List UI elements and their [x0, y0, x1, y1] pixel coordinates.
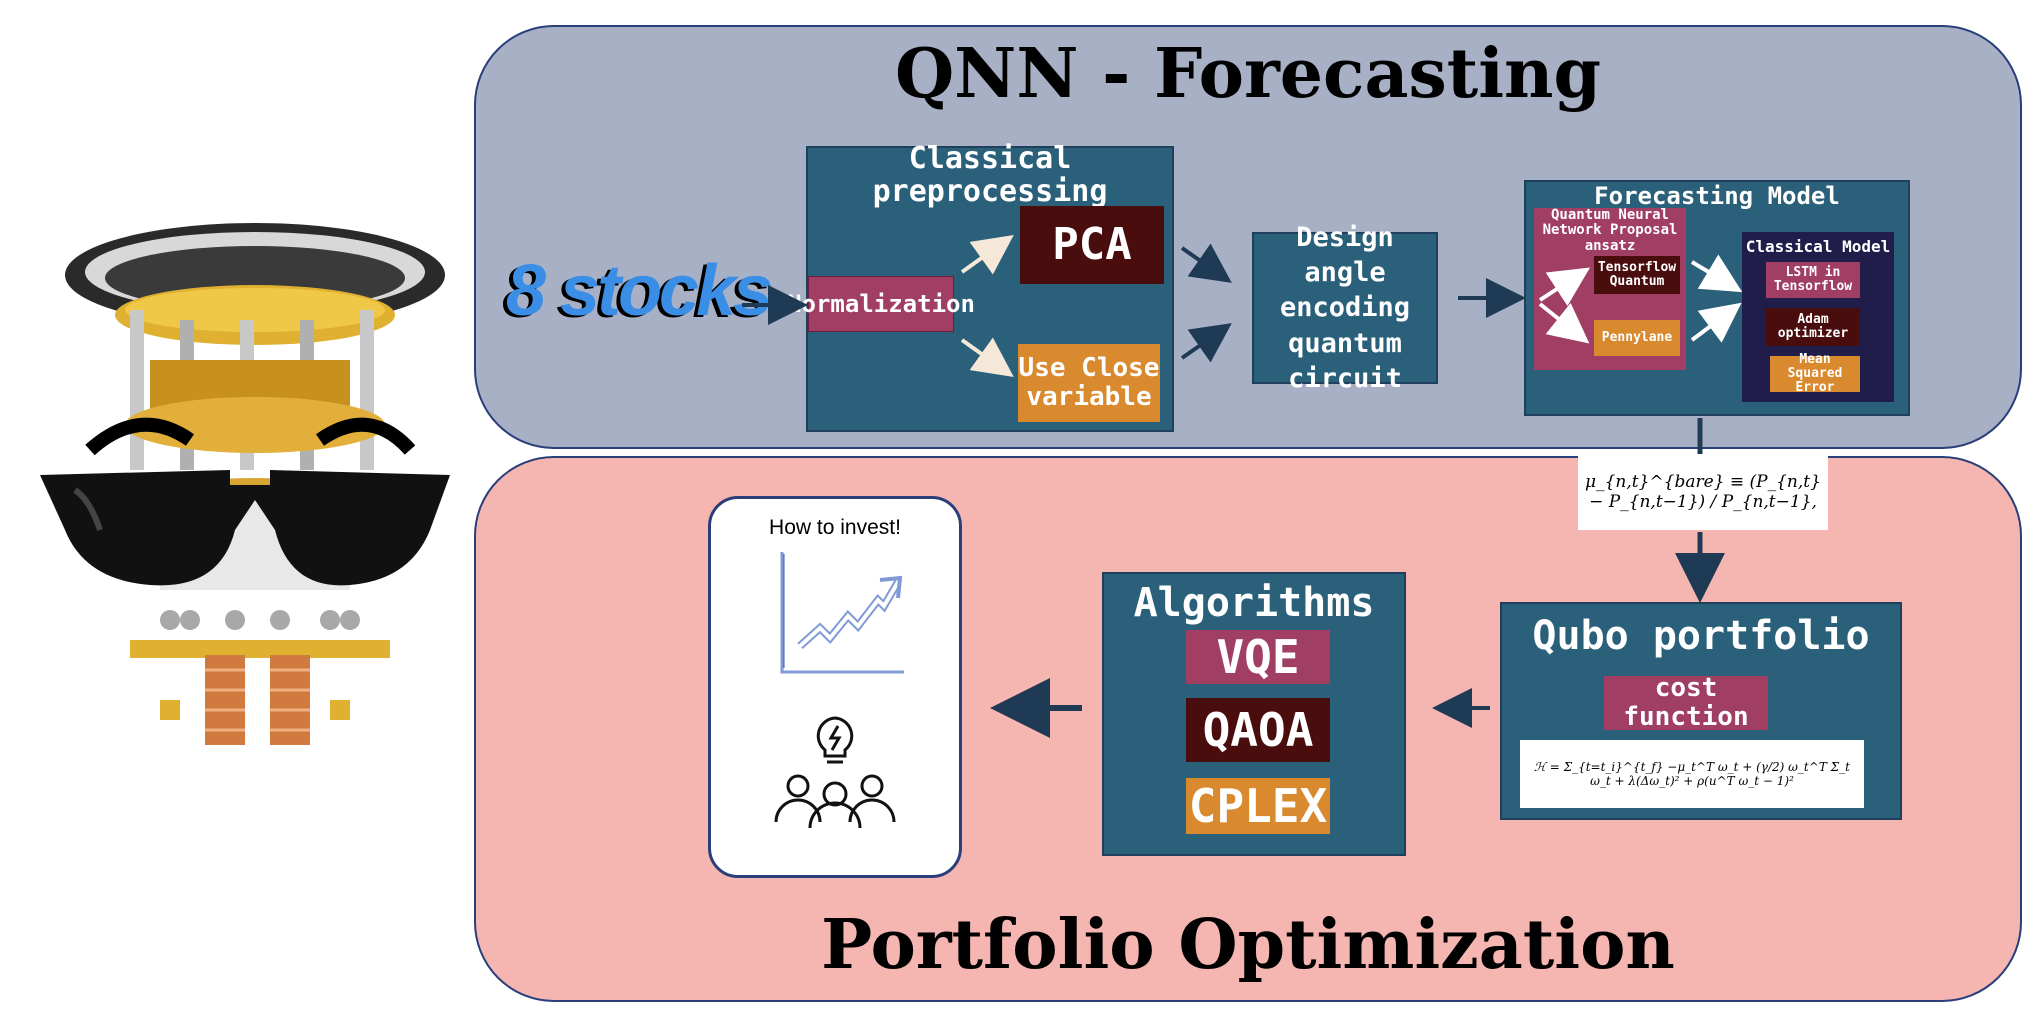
tensorflow-quantum-box: Tensorflow Quantum [1594, 256, 1680, 294]
pca-to-design-arrow [1180, 243, 1232, 283]
adam-optimizer-box: Adam optimizer [1766, 308, 1860, 346]
forecasting-model-title: Forecasting Model [1594, 181, 1840, 210]
how-to-invest-card [708, 496, 962, 878]
pennylane-box: Pennylane [1594, 320, 1680, 356]
qnn-ansatz-title: Quantum Neural Network Proposal ansatz [1542, 206, 1678, 254]
return-formula: μ_{n,t}^{bare} ≡ (P_{n,t} − P_{n,t−1}) /… [1578, 454, 1828, 530]
vqe-box: VQE [1186, 630, 1330, 684]
mse-box: Mean Squared Error [1770, 352, 1860, 395]
growth-chart-icon [780, 552, 904, 674]
sunglasses-icon [40, 417, 450, 586]
qaoa-box: QAOA [1186, 698, 1330, 762]
qubo-portfolio-title: Qubo portfolio [1532, 613, 1870, 659]
team-idea-icon [774, 716, 896, 829]
quantum-computer-illustration [30, 200, 460, 760]
normalization-to-close-arrow [960, 337, 1014, 377]
classical-model-title: Classical Model [1745, 237, 1891, 257]
pca-box: PCA [1020, 206, 1164, 284]
return-formula-text: μ_{n,t}^{bare} ≡ (P_{n,t} − P_{n,t−1}) /… [1585, 472, 1821, 512]
normalization-to-pca-arrow [960, 235, 1014, 275]
hamiltonian-formula: ℋ = Σ_{t=t_i}^{t_f} −μ_t^T ω_t + (γ/2) ω… [1520, 740, 1864, 808]
qnn-internal-arrows [1538, 254, 1743, 344]
close-to-design-arrow [1180, 323, 1232, 363]
hamiltonian-formula-text: ℋ = Σ_{t=t_i}^{t_f} −μ_t^T ω_t + (γ/2) ω… [1534, 760, 1850, 788]
optimization-title: Portfolio Optimization [821, 905, 1675, 985]
lstm-box: LSTM in Tensorflow [1766, 262, 1860, 298]
design-angle-encoding-block: Design angle encoding quantum circuit [1252, 222, 1438, 394]
use-close-variable-box: Use Close variable [1018, 344, 1160, 422]
algorithms-title: Algorithms [1133, 580, 1375, 626]
how-to-invest-title: How to invest! [769, 516, 901, 539]
forecasting-title: QNN - Forecasting [894, 34, 1602, 114]
cost-function-box: cost function [1604, 674, 1768, 731]
cplex-box: CPLEX [1186, 778, 1330, 834]
normalization-box: Normalization [787, 276, 975, 332]
stocks-input-label: 8 stocks [506, 251, 773, 331]
